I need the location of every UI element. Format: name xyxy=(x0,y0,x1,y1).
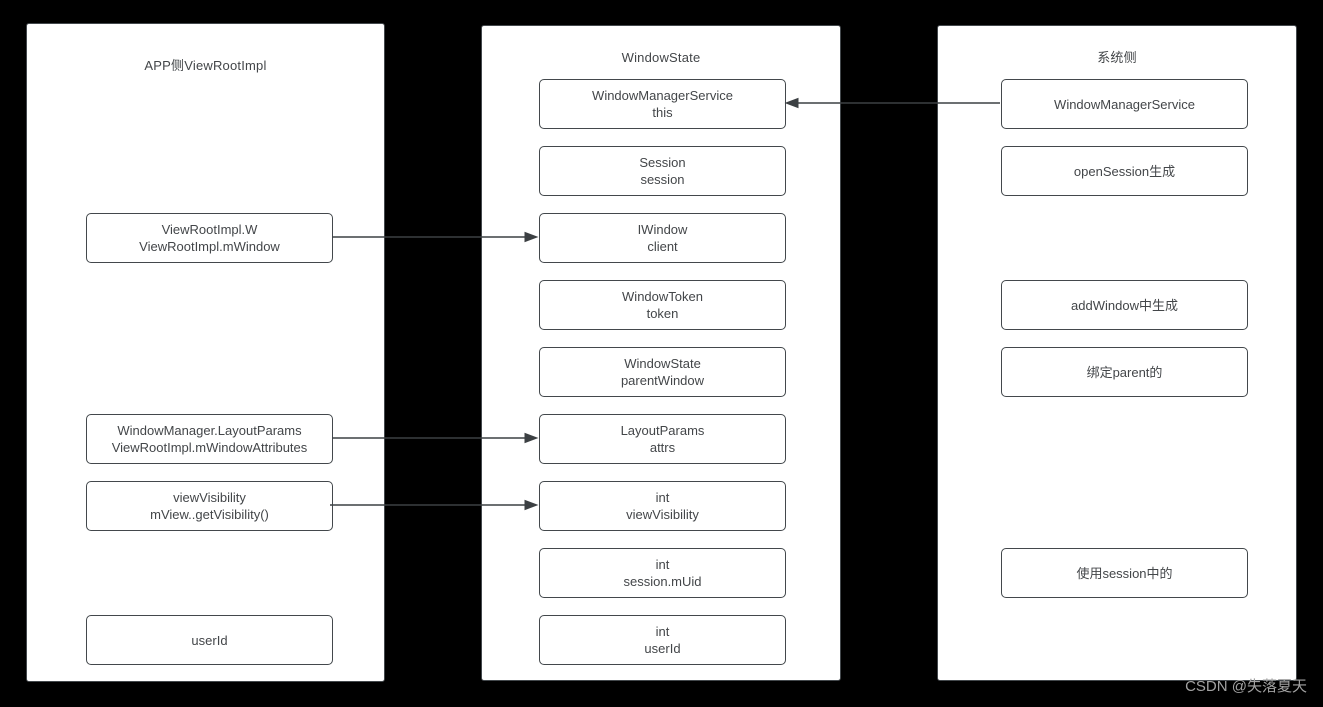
panel-title: WindowState xyxy=(621,50,701,65)
node-userid: userId xyxy=(86,615,333,665)
node-session: Session session xyxy=(539,146,786,196)
node-line: userId xyxy=(191,632,228,648)
node-line: WindowToken xyxy=(622,289,703,304)
panel-windowstate: WindowState WindowManagerService this Se… xyxy=(481,25,841,681)
watermark: CSDN @失落夏天 xyxy=(1185,678,1307,695)
node-line: WindowManagerService xyxy=(592,88,733,103)
node-parentwindow: WindowState parentWindow xyxy=(539,347,786,397)
node-iwindow-client: IWindow client xyxy=(539,213,786,263)
panel-title: 系统侧 xyxy=(1097,50,1137,65)
node-wm-layoutparams: WindowManager.LayoutParams ViewRootImpl.… xyxy=(86,414,333,464)
node-line: WindowManager.LayoutParams xyxy=(117,423,302,438)
node-line: userId xyxy=(644,641,681,656)
node-line: Session xyxy=(639,155,686,170)
node-line: viewVisibility xyxy=(173,490,246,505)
node-line: attrs xyxy=(649,440,676,455)
node-line: int xyxy=(655,490,670,505)
node-wms-this: WindowManagerService this xyxy=(539,79,786,129)
node-opensession: openSession生成 xyxy=(1001,146,1248,196)
node-line: addWindow中生成 xyxy=(1071,297,1178,313)
panel-title: APP侧ViewRootImpl xyxy=(144,58,267,73)
node-line: openSession生成 xyxy=(1073,163,1176,179)
node-line: ViewRootImpl.mWindowAttributes xyxy=(111,440,308,455)
node-line: parentWindow xyxy=(620,373,705,388)
node-line: IWindow xyxy=(637,222,688,237)
node-line: client xyxy=(647,239,678,254)
node-line: WindowState xyxy=(624,356,701,371)
node-line: session xyxy=(640,172,685,187)
node-wms: WindowManagerService xyxy=(1001,79,1248,129)
panel-app-side: APP侧ViewRootImpl ViewRootImpl.W ViewRoot… xyxy=(26,23,385,682)
node-line: session.mUid xyxy=(623,574,702,589)
panel-system-side: 系统侧 WindowManagerService openSession生成 a… xyxy=(937,25,1297,681)
node-line: int xyxy=(655,624,670,639)
node-line: ViewRootImpl.W xyxy=(161,222,258,237)
node-bind-parent: 绑定parent的 xyxy=(1001,347,1248,397)
node-line: 绑定parent的 xyxy=(1086,364,1163,380)
node-viewrootimpl-w: ViewRootImpl.W ViewRootImpl.mWindow xyxy=(86,213,333,263)
node-line: WindowManagerService xyxy=(1054,96,1195,112)
node-addwindow: addWindow中生成 xyxy=(1001,280,1248,330)
node-line: ViewRootImpl.mWindow xyxy=(139,239,280,254)
node-layoutparams-attrs: LayoutParams attrs xyxy=(539,414,786,464)
node-use-session: 使用session中的 xyxy=(1001,548,1248,598)
node-line: LayoutParams xyxy=(620,423,705,438)
node-line: int xyxy=(655,557,670,572)
node-windowtoken: WindowToken token xyxy=(539,280,786,330)
node-line: token xyxy=(646,306,679,321)
node-line: 使用session中的 xyxy=(1076,565,1173,581)
node-session-muid: int session.mUid xyxy=(539,548,786,598)
node-line: viewVisibility xyxy=(626,507,699,522)
node-line: this xyxy=(652,105,673,120)
node-int-userid: int userId xyxy=(539,615,786,665)
node-viewvisibility: viewVisibility mView..getVisibility() xyxy=(86,481,333,531)
node-int-viewvisibility: int viewVisibility xyxy=(539,481,786,531)
node-line: mView..getVisibility() xyxy=(150,507,269,522)
